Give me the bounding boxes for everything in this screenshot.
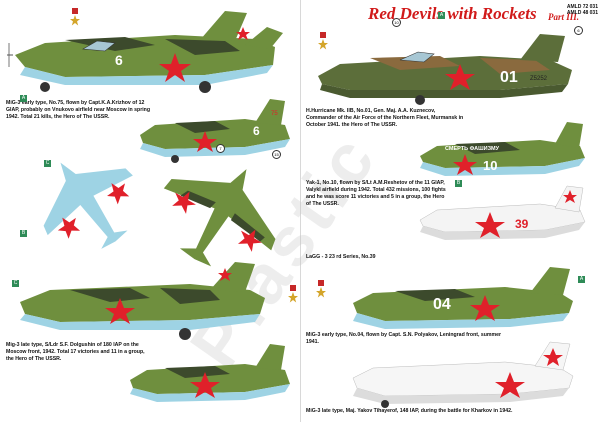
sheet-part: Part III.: [548, 12, 580, 22]
caption-hurricane: H.Hurricane Mk. IIB, No.01, Gen. Maj. A.…: [306, 108, 464, 128]
caption-lagg3: LaGG - 3 23 rd Series, No.39: [306, 254, 376, 260]
mig3-top-view-right: [163, 169, 276, 267]
caption-mig3-tihayerof: MiG-3 late type, Maj. Yakov Tihayerof, 1…: [306, 408, 513, 414]
medal-icon: [70, 8, 80, 26]
callout-tag: B: [20, 230, 27, 237]
callout-number: 7: [216, 144, 225, 153]
product-refs: AMLD 72 031 AMLD 48 031: [560, 4, 598, 16]
mig3-75-tail-number: 75: [271, 111, 278, 117]
medal-icon: [316, 280, 326, 298]
mig3-dolgushin-side-view: [20, 262, 265, 340]
mig3-tihayerof-side-view: [352, 341, 574, 408]
medal-icon: [318, 32, 328, 50]
mig3-04-side-view: 04: [353, 267, 573, 329]
lagg3-number: 39: [515, 217, 529, 231]
callout-tag: A: [20, 95, 27, 102]
callout-tag: A: [438, 12, 445, 19]
callout-number: 10: [392, 18, 401, 27]
caption-mig3-dolgushin: Mig-3 late type, S/Ldr S.F. Dolgushin of…: [6, 342, 145, 362]
page-divider: [300, 0, 301, 422]
medal-icon: [288, 285, 298, 303]
caption-mig3-75: MiG-3 early type, No.75, flown by Capt.K…: [6, 100, 151, 120]
mig3-top-view-left: [43, 162, 133, 249]
caption-yak1: Yak-1, No.10, flown by S/Lt A.M.Reshetov…: [306, 180, 446, 207]
yak1-slogan: СМЕРТЬ ФАШИЗМУ: [445, 146, 500, 152]
lagg3-39-side-view: 39: [419, 185, 586, 240]
callout-tag: A: [578, 276, 585, 283]
ref-48: AMLD 48 031: [566, 10, 598, 16]
callout-number: 15: [272, 150, 281, 159]
callout-tag: C: [44, 160, 51, 167]
hurricane-01-side-view: 01 Z5252: [318, 34, 572, 105]
mig3-75-other-side: 6 75: [140, 99, 290, 163]
mig3-75-side-view: 6: [7, 11, 283, 93]
mig3-75-side-number: 6: [253, 124, 260, 138]
ref-72: AMLD 72 031: [566, 4, 598, 10]
mig3-04-number: 04: [433, 296, 451, 313]
sheet-title: Red Devils with Rockets: [368, 4, 537, 23]
callout-tag: C: [12, 280, 19, 287]
caption-mig3-04: MiG-3 early type, No.04, flown by Capt. …: [306, 332, 502, 345]
callout-tag: B: [455, 180, 462, 187]
hurricane-number: 01: [500, 69, 518, 86]
callout-number: 6: [574, 26, 583, 35]
mig3-75-nose-number: 6: [115, 52, 123, 68]
yak1-10-side-view: СМЕРТЬ ФАШИЗМУ 10: [420, 122, 585, 176]
yak1-number: 10: [483, 158, 497, 173]
hurricane-serial: Z5252: [530, 76, 548, 82]
mig3-dolgushin-other-side: [130, 344, 290, 402]
